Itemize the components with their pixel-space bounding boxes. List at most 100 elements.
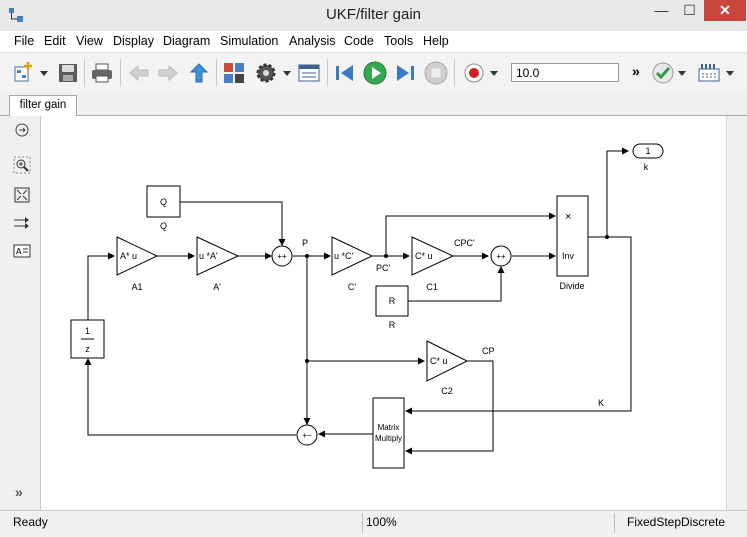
- menu-edit[interactable]: Edit: [44, 34, 66, 48]
- signal-label-p: P: [302, 238, 308, 248]
- a1-gain-label: A1: [131, 282, 142, 292]
- sum2-signs: ++: [496, 252, 506, 261]
- signal-line-icon[interactable]: [13, 214, 31, 232]
- block-diagram[interactable]: Q Q R R A* u A1 u *A' A' u *C' C': [41, 116, 747, 510]
- fit-to-view-icon[interactable]: [13, 186, 31, 204]
- menu-diagram[interactable]: Diagram: [163, 34, 211, 48]
- c-transpose-gain-text: u *C': [334, 251, 354, 261]
- divide-block-label: Divide: [559, 281, 584, 291]
- divide-inverse-port: Inv: [562, 251, 575, 261]
- menu-file[interactable]: File: [14, 34, 35, 48]
- status-zoom: 100%: [366, 515, 397, 529]
- build-icon[interactable]: [697, 61, 721, 85]
- hide-browser-icon[interactable]: [13, 121, 31, 139]
- model-explorer-icon[interactable]: [297, 61, 321, 85]
- menu-view[interactable]: View: [76, 34, 103, 48]
- print-icon[interactable]: [90, 61, 114, 85]
- a-transpose-gain-label: A': [213, 282, 221, 292]
- vertical-scrollbar[interactable]: [726, 116, 747, 510]
- c2-gain-block[interactable]: C* u C2: [426, 340, 469, 396]
- outport-k-block[interactable]: 1 k: [632, 143, 664, 172]
- c1-gain-label: C1: [426, 282, 438, 292]
- status-bar: Ready 100% FixedStepDiscrete: [0, 510, 747, 537]
- matrix-multiply-line1: Matrix: [378, 423, 400, 432]
- menu-help[interactable]: Help: [423, 34, 449, 48]
- sum3-signs: +−: [302, 431, 312, 440]
- model-tab-strip: filter gain: [0, 93, 747, 116]
- menu-code[interactable]: Code: [344, 34, 374, 48]
- new-model-icon[interactable]: [12, 61, 36, 85]
- c1-gain-block[interactable]: C* u C1: [411, 236, 455, 292]
- c2-gain-label: C2: [441, 386, 453, 396]
- matrix-multiply-block[interactable]: Matrix Multiply: [372, 397, 405, 469]
- record-dropdown-icon[interactable]: [488, 61, 500, 85]
- sum1-signs: ++: [277, 252, 287, 261]
- q-block-text: Q: [160, 197, 167, 207]
- simulink-app-icon: [9, 8, 23, 22]
- stop-time-input[interactable]: [511, 63, 619, 82]
- divide-multiply-port: ×: [565, 211, 571, 223]
- status-state: Ready: [13, 515, 48, 529]
- menu-tools[interactable]: Tools: [384, 34, 414, 48]
- r-block-text: R: [389, 296, 396, 306]
- signal-label-cp: CP: [482, 346, 495, 356]
- outport-label: k: [644, 162, 649, 172]
- minimize-button[interactable]: —: [654, 2, 669, 18]
- c1-gain-text: C* u: [415, 251, 433, 261]
- c-transpose-gain-block[interactable]: u *C' C': [331, 236, 374, 292]
- menu-bar: File Edit View Display Diagram Simulatio…: [0, 31, 747, 51]
- up-to-parent-icon[interactable]: [187, 61, 211, 85]
- unit-delay-block[interactable]: 1 z: [70, 319, 105, 359]
- step-forward-icon[interactable]: [393, 61, 417, 85]
- model-advisor-icon[interactable]: [651, 61, 675, 85]
- a1-gain-text: A* u: [120, 251, 137, 261]
- back-icon[interactable]: [127, 61, 151, 85]
- matrix-multiply-line2: Multiply: [375, 434, 402, 443]
- status-solver: FixedStepDiscrete: [627, 515, 726, 529]
- title-bar: UKF/filter gain — ☐ ✕: [0, 0, 747, 32]
- unit-delay-numerator: 1: [85, 326, 90, 336]
- c2-gain-text: C* u: [430, 356, 448, 366]
- svg-text:A: A: [16, 247, 22, 256]
- toolbar-overflow-button[interactable]: »: [632, 63, 640, 79]
- r-block-label: R: [389, 320, 396, 330]
- sum3-block[interactable]: +−: [296, 424, 318, 446]
- new-model-dropdown-icon[interactable]: [38, 61, 50, 85]
- model-config-icon[interactable]: [254, 61, 278, 85]
- sum1-block[interactable]: ++: [271, 245, 293, 267]
- save-icon[interactable]: [56, 61, 80, 85]
- library-browser-icon[interactable]: [222, 61, 246, 85]
- divide-block[interactable]: × Inv Divide: [556, 195, 589, 291]
- window-title: UKF/filter gain: [325, 6, 422, 23]
- c-transpose-gain-label: C': [348, 282, 356, 292]
- run-icon[interactable]: [363, 61, 387, 85]
- sum2-block[interactable]: ++: [490, 245, 512, 267]
- model-config-dropdown-icon[interactable]: [281, 61, 293, 85]
- build-dropdown-icon[interactable]: [724, 61, 736, 85]
- unit-delay-denominator: z: [85, 344, 90, 354]
- a-transpose-gain-block[interactable]: u *A' A': [196, 236, 240, 292]
- record-icon[interactable]: [462, 61, 486, 85]
- maximize-button[interactable]: ☐: [683, 2, 696, 18]
- menu-display[interactable]: Display: [113, 34, 154, 48]
- a1-gain-block[interactable]: A* u A1: [116, 236, 159, 292]
- tab-filter-gain[interactable]: filter gain: [9, 95, 77, 116]
- forward-icon[interactable]: [156, 61, 180, 85]
- menu-simulation[interactable]: Simulation: [220, 34, 279, 48]
- menu-analysis[interactable]: Analysis: [289, 34, 336, 48]
- q-constant-block[interactable]: Q Q: [146, 185, 181, 231]
- model-canvas[interactable]: Q Q R R A* u A1 u *A' A' u *C' C': [41, 116, 747, 510]
- step-back-icon[interactable]: [333, 61, 357, 85]
- q-block-label: Q: [160, 221, 167, 231]
- stop-icon[interactable]: [424, 61, 448, 85]
- signal-label-cpc: CPC': [454, 238, 475, 248]
- close-button[interactable]: ✕: [704, 0, 746, 21]
- r-constant-block[interactable]: R R: [375, 285, 409, 330]
- expand-palette-button[interactable]: »: [15, 484, 23, 500]
- zoom-icon[interactable]: [13, 156, 31, 174]
- tool-palette: A »: [0, 116, 41, 510]
- model-advisor-dropdown-icon[interactable]: [676, 61, 688, 85]
- toolbar: »: [0, 52, 747, 94]
- annotation-icon[interactable]: A: [13, 242, 31, 260]
- signal-label-pc: PC': [376, 263, 391, 273]
